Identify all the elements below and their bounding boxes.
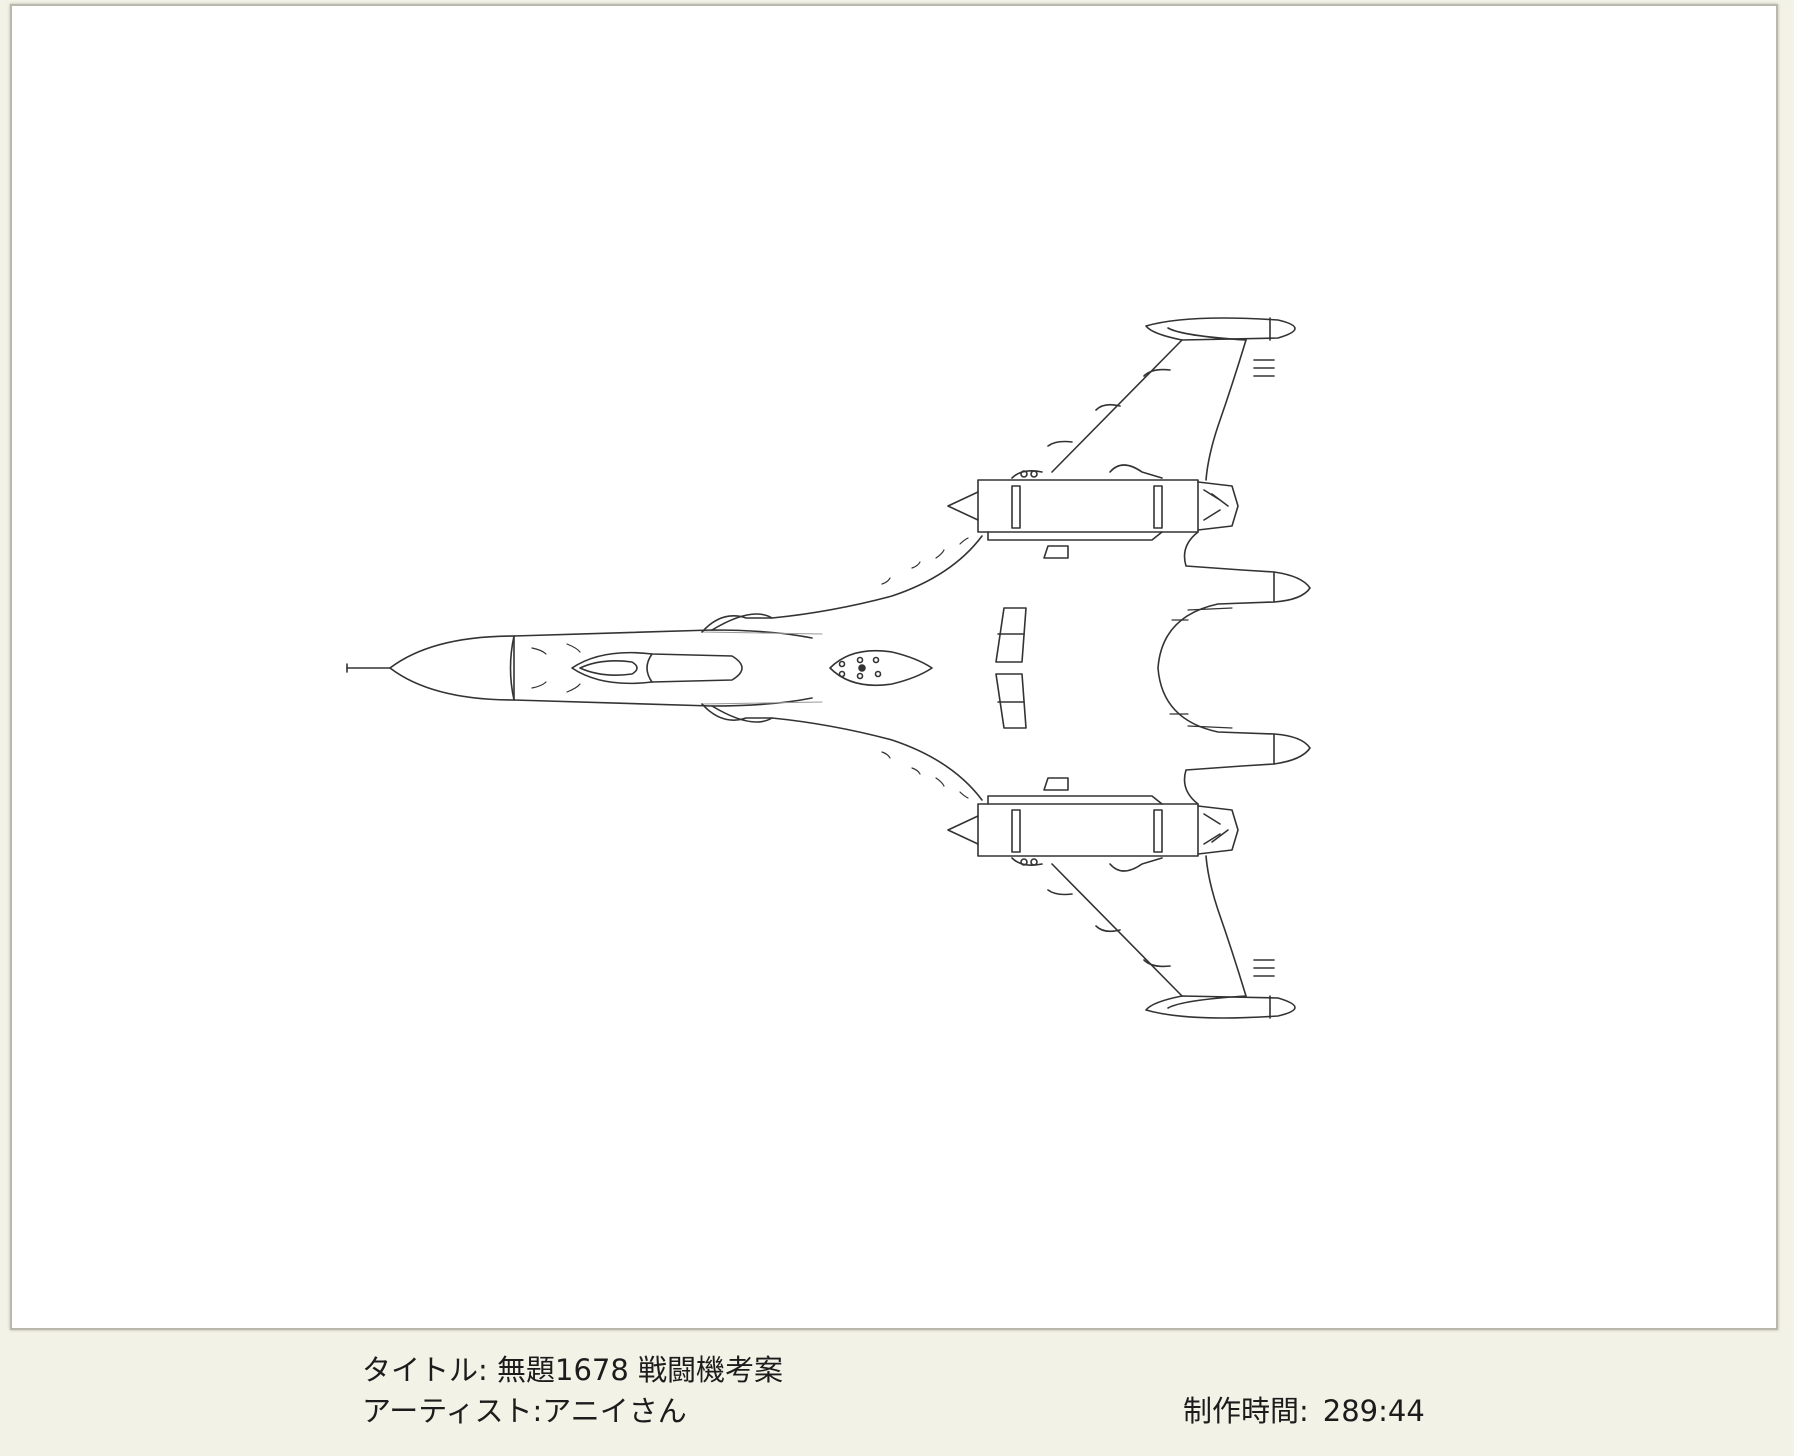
artist-line: アーティスト:アニイさん [362, 1391, 687, 1431]
canopy [571, 651, 743, 685]
nose-probe [346, 663, 391, 673]
title-line: タイトル: 無題1678 戦闘機考案 [362, 1350, 783, 1390]
nose-cone [389, 635, 515, 701]
center-panel [829, 649, 933, 687]
canard-top [701, 615, 773, 633]
engine-bottom [947, 795, 1239, 872]
artwork-frame [10, 4, 1778, 1330]
artist-name: アニイさん [542, 1394, 687, 1428]
production-time: 制作時間: 289:44 [1183, 1391, 1425, 1431]
fighter-jet-line-drawing [346, 317, 1311, 1019]
time-value: 289:44 [1322, 1394, 1425, 1428]
wing-top [1047, 317, 1296, 481]
rear-body [1157, 531, 1311, 805]
title-label: タイトル: [362, 1353, 488, 1387]
time-label: 制作時間: [1183, 1394, 1309, 1428]
body-upper [711, 535, 983, 631]
rivets [881, 537, 969, 799]
artwork-title: 無題1678 戦闘機考案 [497, 1353, 784, 1387]
wing-bottom [1047, 855, 1296, 1019]
nose-vents [531, 643, 581, 693]
canard-bottom [701, 703, 773, 721]
engine-top [947, 464, 1239, 541]
center-hatches [995, 607, 1027, 729]
artist-label: アーティスト: [362, 1394, 543, 1428]
body-lower [711, 705, 983, 801]
fuselage [513, 629, 813, 707]
